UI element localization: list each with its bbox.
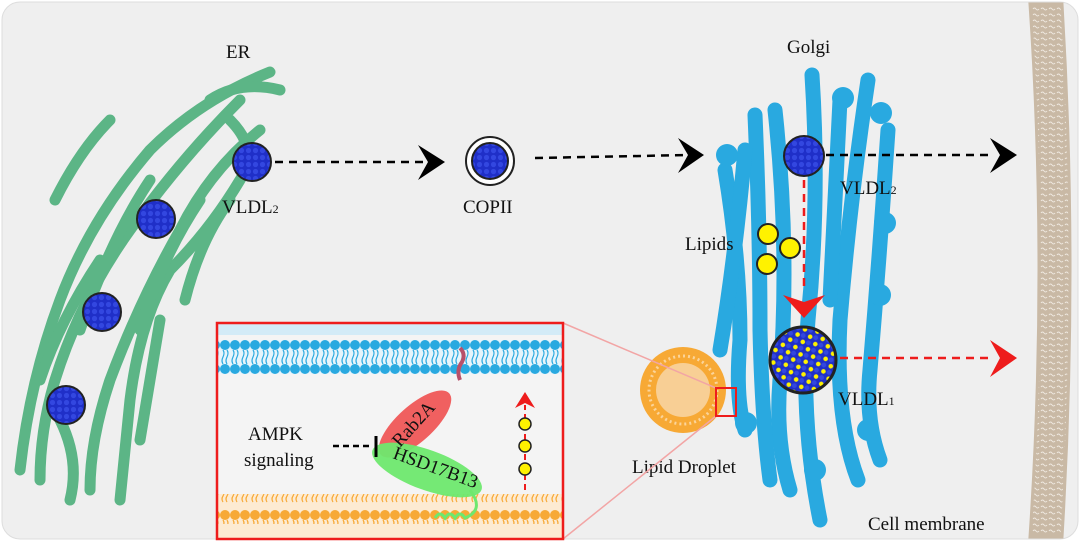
arrowhead-icon xyxy=(418,145,445,180)
transport-arrow-copii-to-golgi xyxy=(534,153,691,160)
lipid-droplets-small xyxy=(756,223,801,275)
arrowhead-icon xyxy=(990,340,1017,377)
zoom-region-marker xyxy=(715,387,737,417)
lipids-label: Lipids xyxy=(685,234,734,255)
signaling-label: signaling xyxy=(244,450,314,471)
zoom-guide-line xyxy=(562,415,717,540)
copii-vesicle xyxy=(465,136,515,186)
rab2a-protein xyxy=(378,390,452,458)
lipid-molecules xyxy=(518,417,532,476)
vldl2-particle-golgi xyxy=(783,135,825,177)
lipid-droplet xyxy=(640,347,726,433)
cell-membrane xyxy=(1028,2,1072,539)
er-label: ER xyxy=(226,42,251,63)
ampk-label: AMPK xyxy=(248,424,303,445)
vldl2-er-label: VLDL2 xyxy=(222,197,279,218)
cell-membrane-label: Cell membrane xyxy=(868,514,985,535)
vldl1-label: VLDL1 xyxy=(838,389,895,410)
inset-panel: Rab2A HSD17B13 AMPK signaling xyxy=(215,321,565,541)
arrowhead-icon xyxy=(678,138,704,173)
vldl1-particle xyxy=(768,325,838,395)
golgi-label: Golgi xyxy=(787,37,830,58)
arrowhead-icon xyxy=(783,295,825,318)
vldl2-particle-er xyxy=(46,142,272,425)
copii-label: COPII xyxy=(463,197,513,218)
arrowhead-icon xyxy=(990,138,1017,173)
hsd17b13-protein xyxy=(372,442,482,498)
vldl2-golgi-label: VLDL2 xyxy=(840,178,897,199)
golgi-membrane-bilayer xyxy=(217,340,563,374)
zoom-guide-line xyxy=(562,322,717,389)
lipid-droplet-monolayer xyxy=(217,494,563,524)
lipid-droplet-label: Lipid Droplet xyxy=(632,457,737,478)
arrowhead-icon xyxy=(515,392,535,408)
endoplasmic-reticulum xyxy=(14,66,286,506)
golgi-vesicles xyxy=(716,87,896,481)
